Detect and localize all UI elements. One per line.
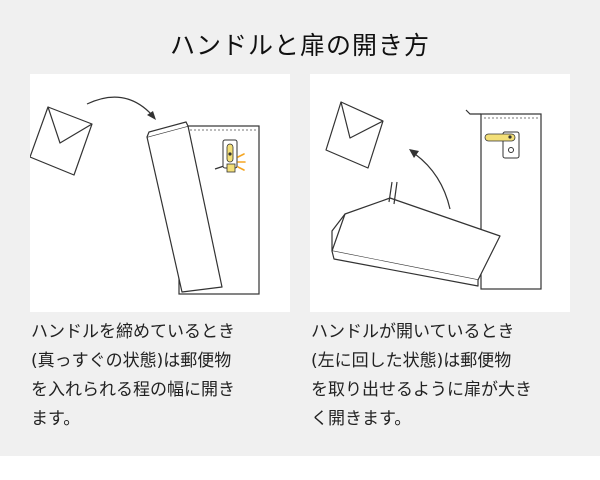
diagram-title: ハンドルと扉の開き方 xyxy=(169,31,430,60)
curved-arrow-icon xyxy=(86,96,156,120)
caption-line: ハンドルを締めているとき xyxy=(31,322,235,342)
caption-handle-closed: ハンドルを締めているとき (真っすぐの状態)は郵便物 を入れられる程の幅に開き … xyxy=(31,318,293,434)
handle-icon xyxy=(484,131,520,159)
caption-line: (真っすぐの状態)は郵便物 xyxy=(31,351,232,371)
caption-line: ます。 xyxy=(31,409,81,429)
curved-arrow-icon xyxy=(409,149,451,210)
caption-handle-open: ハンドルが開いているとき (左に回した状態)は郵便物 を取り出せるように扉が大き… xyxy=(311,318,573,434)
caption-line: を取り出せるように扉が大き xyxy=(311,380,532,400)
panel-handle-open xyxy=(310,74,570,312)
caption-line: ハンドルが開いているとき xyxy=(311,322,515,342)
mailbox-icon xyxy=(331,109,542,290)
handle-icon xyxy=(222,139,246,173)
panel-handle-closed xyxy=(30,74,290,312)
mailbox-icon xyxy=(146,121,260,295)
caption-line: (左に回した状態)は郵便物 xyxy=(311,351,512,371)
caption-line: を入れられる程の幅に開き xyxy=(31,380,235,400)
envelope-icon xyxy=(325,101,384,169)
diagram-frame: ハンドルと扉の開き方 xyxy=(0,0,600,456)
caption-line: く開きます。 xyxy=(311,409,412,429)
envelope-icon xyxy=(30,106,93,176)
